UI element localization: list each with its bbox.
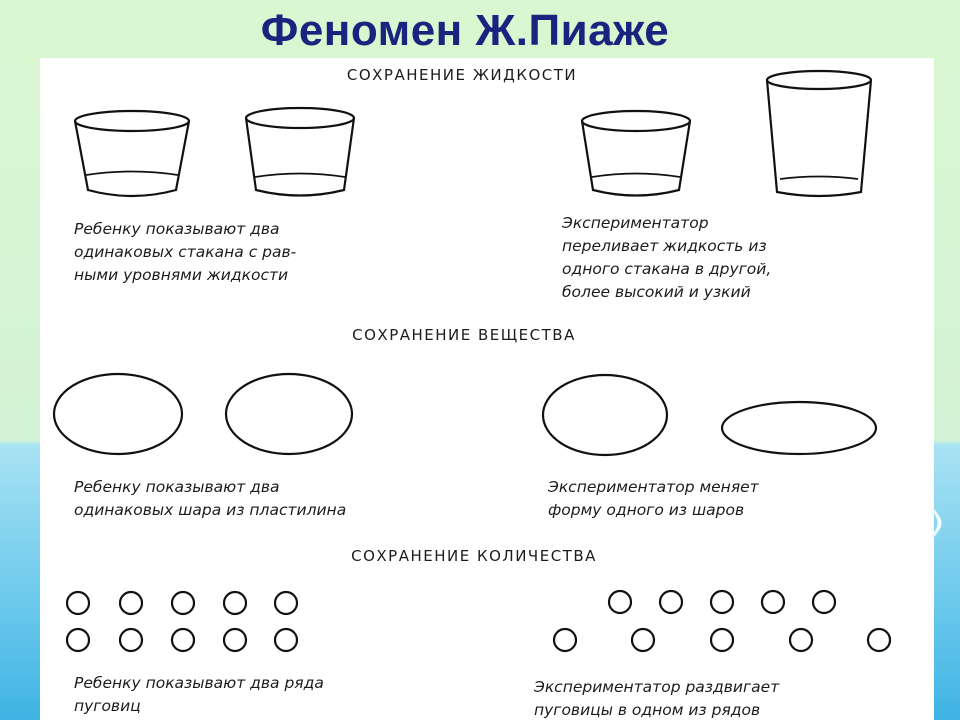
button-dot bbox=[709, 589, 735, 615]
glass-right-same bbox=[580, 109, 692, 197]
button-dot bbox=[811, 589, 837, 615]
caption-liquid-right-line-3: одного стакана в другой, bbox=[562, 260, 771, 278]
caption-substance-right-line-1: Экспериментатор меняет bbox=[547, 478, 760, 496]
section-title-liquid: СОХРАНЕНИЕ ЖИДКОСТИ bbox=[347, 66, 577, 84]
button-dot bbox=[222, 590, 248, 616]
button-dot bbox=[65, 627, 91, 653]
button-dot bbox=[866, 627, 892, 653]
button-dot bbox=[760, 589, 786, 615]
glass-left-2 bbox=[244, 106, 356, 197]
ball-right-flattened bbox=[720, 400, 878, 456]
caption-quantity-right-line-1: Экспериментатор раздвигает bbox=[533, 678, 780, 696]
caption-liquid-right-line-4: более высокий и узкий bbox=[562, 283, 751, 301]
decorative-swirl-icon bbox=[930, 507, 942, 539]
button-dot bbox=[273, 590, 299, 616]
caption-substance-right-line-2: форму одного из шаров bbox=[548, 501, 744, 519]
button-dot bbox=[709, 627, 735, 653]
section-title-quantity: СОХРАНЕНИЕ КОЛИЧЕСТВА bbox=[351, 547, 597, 565]
slide-title: Феномен Ж.Пиаже bbox=[260, 6, 670, 55]
caption-quantity-left: Ребенку показывают два ряда пуговиц bbox=[74, 674, 329, 715]
ball-right-same bbox=[541, 373, 669, 457]
caption-substance-left-line-1: Ребенку показывают два bbox=[74, 478, 280, 496]
button-dot bbox=[222, 627, 248, 653]
caption-quantity-left-line-2: пуговиц bbox=[74, 697, 141, 715]
button-dot bbox=[118, 590, 144, 616]
caption-liquid-left-line-1: Ребенку показывают два bbox=[74, 220, 280, 238]
caption-liquid-right-line-2: переливает жидкость из bbox=[562, 237, 767, 255]
piaget-diagram: СОХРАНЕНИЕ ЖИДКОСТИ Ребенку показывают д… bbox=[52, 66, 892, 719]
button-dot bbox=[273, 627, 299, 653]
ball-left-2 bbox=[224, 372, 354, 456]
button-dot bbox=[65, 590, 91, 616]
caption-liquid-left-line-3: ными уровнями жидкости bbox=[74, 266, 288, 284]
caption-liquid-left-line-2: одинаковых стакана с рав- bbox=[74, 243, 297, 261]
buttons-left-row-1 bbox=[65, 590, 299, 616]
caption-quantity-right-line-2: пуговицы в одном из рядов bbox=[534, 701, 760, 719]
button-dot bbox=[788, 627, 814, 653]
diagram-panel: СОХРАНЕНИЕ ЖИДКОСТИ Ребенку показывают д… bbox=[40, 58, 934, 720]
caption-substance-right: Экспериментатор меняет форму одного из ш… bbox=[547, 478, 764, 519]
section-title-substance: СОХРАНЕНИЕ ВЕЩЕСТВА bbox=[352, 326, 576, 344]
caption-substance-left: Ребенку показывают два одинаковых шара и… bbox=[74, 478, 346, 519]
ball-left-1 bbox=[52, 372, 184, 456]
caption-liquid-left: Ребенку показывают два одинаковых стакан… bbox=[74, 220, 301, 284]
buttons-right-row-2-spread bbox=[552, 627, 892, 653]
buttons-right-row-1 bbox=[607, 589, 837, 615]
button-dot bbox=[170, 590, 196, 616]
button-dot bbox=[630, 627, 656, 653]
buttons-left-row-2 bbox=[65, 627, 299, 653]
glass-left-1 bbox=[73, 109, 191, 198]
button-dot bbox=[658, 589, 684, 615]
button-dot bbox=[607, 589, 633, 615]
glass-right-tall bbox=[765, 69, 873, 198]
caption-liquid-right-line-1: Экспериментатор bbox=[561, 214, 709, 232]
caption-quantity-right: Экспериментатор раздвигает пуговицы в од… bbox=[533, 678, 784, 719]
caption-substance-left-line-2: одинаковых шара из пластилина bbox=[74, 501, 346, 519]
caption-liquid-right: Экспериментатор переливает жидкость из о… bbox=[561, 214, 776, 301]
button-dot bbox=[118, 627, 144, 653]
caption-quantity-left-line-1: Ребенку показывают два ряда bbox=[74, 674, 324, 692]
button-dot bbox=[552, 627, 578, 653]
button-dot bbox=[170, 627, 196, 653]
